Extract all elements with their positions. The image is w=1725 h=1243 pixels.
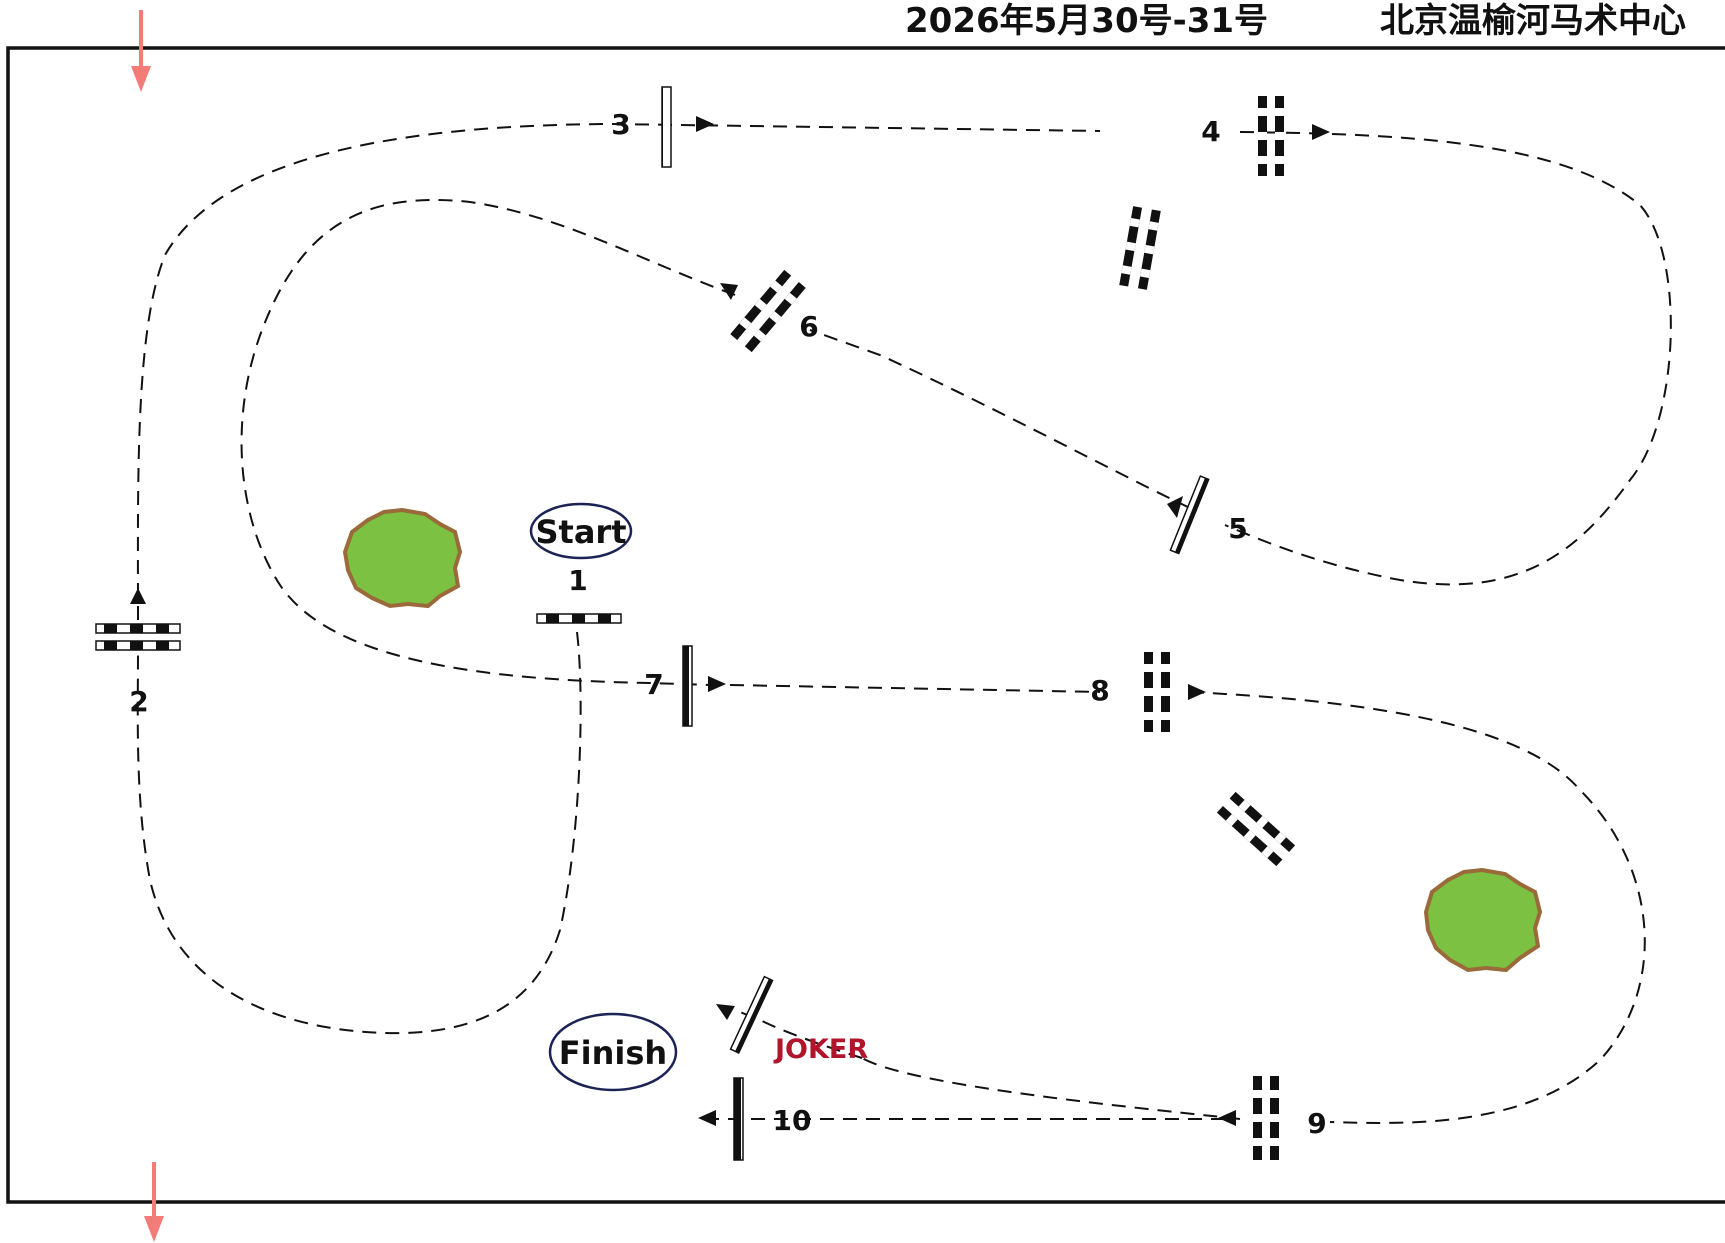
direction-arrow	[1167, 496, 1183, 518]
arrow-down-icon	[131, 10, 151, 92]
obstacle-number-7: 7	[644, 668, 663, 701]
start-oval	[529, 502, 633, 560]
obstacle-number-5: 5	[1228, 512, 1247, 545]
obstacle-1	[536, 613, 622, 624]
finish-oval	[548, 1012, 678, 1092]
tree-icon	[342, 507, 463, 609]
finish-label: Finish	[559, 1034, 667, 1072]
arena-border	[6, 46, 1725, 1204]
tree-icon	[1423, 867, 1543, 973]
obstacle-number-10: 10	[773, 1104, 812, 1137]
obstacle-2	[95, 588, 181, 651]
obstacle-number-9: 9	[1307, 1107, 1326, 1140]
arrow-down-icon	[144, 1162, 164, 1242]
obstacle-number-8: 8	[1090, 674, 1109, 707]
start-label: Start	[535, 513, 626, 551]
unnumbered-obstacle	[1119, 206, 1161, 290]
obstacle-5	[1169, 475, 1210, 555]
direction-arrow	[720, 283, 738, 300]
obstacle-3	[661, 86, 714, 168]
joker-label: JOKER	[773, 1034, 868, 1065]
unnumbered-obstacle	[1216, 791, 1296, 867]
obstacle-8	[1144, 652, 1206, 732]
obstacle-10	[698, 1077, 744, 1161]
obstacle-7	[682, 645, 726, 727]
course-route	[136, 122, 1672, 1124]
obstacle-number-4: 4	[1201, 115, 1220, 148]
obstacle-6	[730, 269, 806, 353]
obstacle-number-1: 1	[568, 564, 587, 597]
event-date: 2026年5月30号-31号	[905, 1, 1268, 41]
obstacle-number-6: 6	[799, 310, 818, 343]
obstacle-4	[1258, 96, 1330, 176]
venue-name: 北京温榆河马术中心	[1380, 1, 1686, 41]
obstacle-number-3: 3	[611, 108, 630, 141]
direction-arrow	[716, 1004, 735, 1020]
joker-obstacle	[729, 975, 774, 1054]
obstacle-number-2: 2	[129, 685, 148, 718]
obstacle-9	[1218, 1076, 1279, 1160]
